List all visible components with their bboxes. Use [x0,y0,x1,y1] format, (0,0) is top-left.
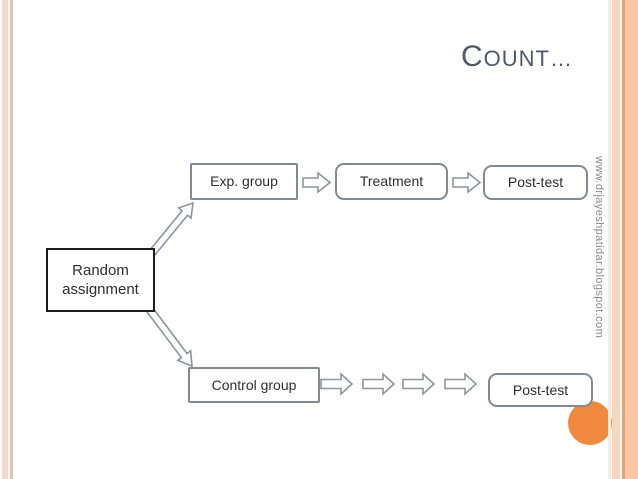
arrow-exp-to-treatment-icon [302,171,332,194]
node-post-test-top: Post-test [483,165,588,200]
right-border-strip [612,0,620,479]
slide-title-rest: OUNT… [483,46,573,71]
arrow-control-step-1-icon [320,372,354,396]
left-border-strip [2,0,8,479]
node-control-group: Control group [188,367,320,403]
node-random-assignment: Random assignment [46,248,155,312]
arrow-control-step-4-icon [444,372,478,396]
right-border-band [625,0,638,479]
arrow-control-step-2-icon [362,372,396,396]
arrow-random-to-control-icon [146,306,193,368]
node-exp-group: Exp. group [190,163,298,200]
arrow-treatment-to-posttest-icon [452,171,482,194]
left-border-line [10,0,13,479]
orange-accent-circle [568,401,612,445]
watermark-url: www.drjayeshpatidar.blogspot.com [593,156,605,339]
node-treatment: Treatment [335,163,448,200]
right-border-line [622,0,625,479]
arrow-random-to-exp-icon [148,201,194,257]
slide-title: COUNT… [461,40,573,74]
slide-title-initial: C [461,40,484,73]
arrow-control-step-3-icon [402,372,436,396]
right-border-strip-outer [608,0,611,479]
node-post-test-bottom: Post-test [488,373,593,407]
